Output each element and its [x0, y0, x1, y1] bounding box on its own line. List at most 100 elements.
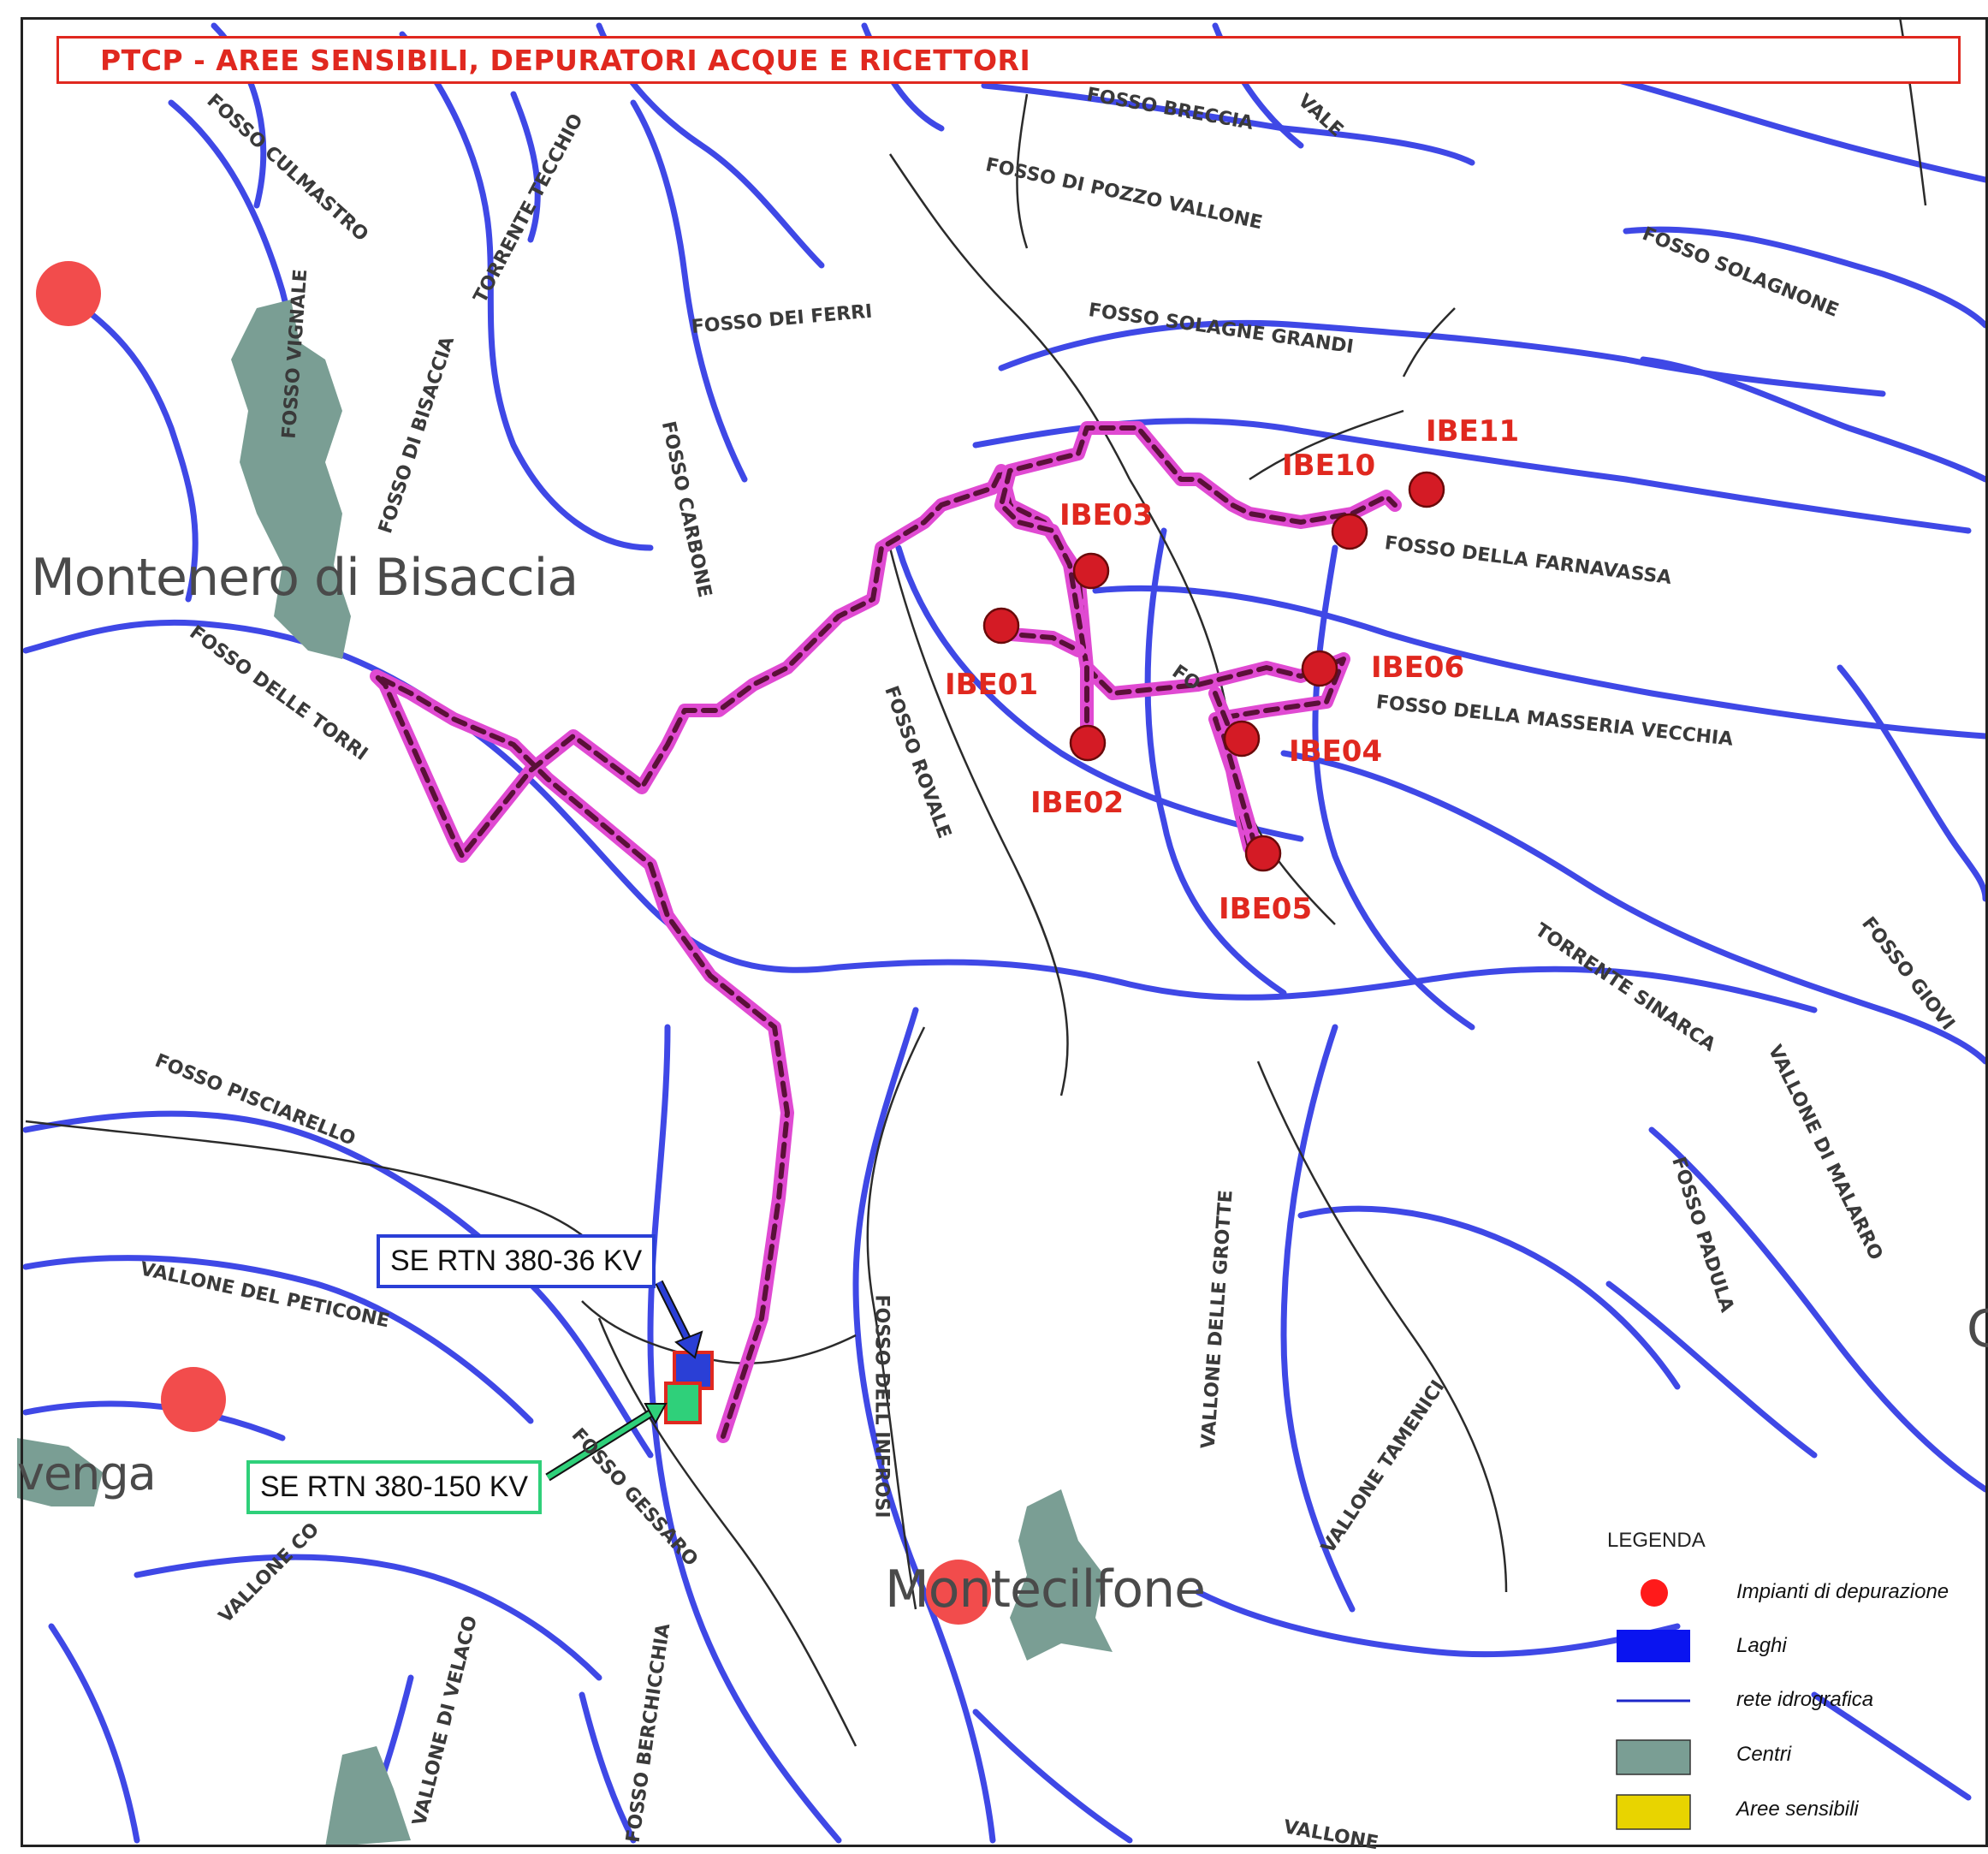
- title-box: PTCP - AREE SENSIBILI, DEPURATORI ACQUE …: [56, 36, 1961, 84]
- river: [1623, 226, 1988, 329]
- label-IBE10: IBE10: [1282, 449, 1376, 483]
- receptor-IBE11: [1408, 471, 1445, 508]
- river: [1312, 544, 1475, 1031]
- receptor-IBE01: [982, 607, 1020, 645]
- road: [25, 1120, 600, 1251]
- receptor-IBE03: [1072, 552, 1110, 590]
- page-title: PTCP - AREE SENSIBILI, DEPURATORI ACQUE …: [100, 44, 1031, 77]
- river: [852, 1007, 996, 1844]
- legend-plant-icon: [1641, 1579, 1668, 1607]
- river: [647, 1024, 842, 1844]
- plant-dot: [36, 261, 101, 326]
- plant-dot: [926, 1560, 991, 1625]
- substation-36-callout: SE RTN 380-36 KV: [377, 1234, 656, 1288]
- legend-row-centri: Centri: [1613, 1738, 1973, 1775]
- river: [972, 1708, 1133, 1844]
- centri: [17, 300, 1113, 1847]
- river: [134, 1554, 602, 1681]
- legend-label: Laghi: [1736, 1634, 1787, 1657]
- centro-montecilfone: [1010, 1489, 1113, 1661]
- river: [1811, 1691, 1972, 1801]
- legend-label: Impianti di depurazione: [1736, 1580, 1949, 1603]
- centro-montenero: [231, 300, 351, 659]
- river: [22, 1110, 654, 1459]
- centro-bottom: [325, 1746, 411, 1847]
- substation-150-callout: SE RTN 380-150 KV: [246, 1460, 543, 1514]
- route-branch-dash: [999, 425, 1398, 670]
- route-spur-dash: [999, 631, 1261, 859]
- receptor-IBE06: [1301, 650, 1338, 687]
- legend-label: rete idrografica: [1736, 1688, 1874, 1711]
- river: [1640, 356, 1988, 483]
- arrow-36-fill: [656, 1281, 692, 1346]
- road: [1402, 307, 1456, 377]
- label-IBE04: IBE04: [1289, 734, 1383, 769]
- substation-footprint: [664, 1351, 714, 1424]
- legend-label: Aree sensibili: [1736, 1798, 1859, 1821]
- road: [581, 1300, 857, 1364]
- legend-centri-swatch: [1616, 1739, 1691, 1775]
- river: [48, 1623, 140, 1844]
- town-left-partial: venga: [17, 1447, 157, 1500]
- arrow-150-fill: [546, 1410, 654, 1480]
- stream-label: FOSSO DELL INFROSI: [870, 1294, 893, 1518]
- town-right-partial: C: [1967, 1299, 1988, 1359]
- river: [1280, 750, 1988, 1065]
- label-IBE05: IBE05: [1219, 892, 1313, 926]
- river-network: [22, 22, 1988, 1844]
- label-IBE03: IBE03: [1059, 498, 1154, 532]
- town-montecilfone: Montecilfone: [885, 1560, 1206, 1619]
- arrow-150-head: [644, 1403, 668, 1425]
- road: [597, 1317, 858, 1747]
- road: [1256, 1061, 1508, 1593]
- legend-lake-swatch: [1617, 1630, 1690, 1662]
- legend-aree-swatch: [1616, 1794, 1691, 1830]
- river: [981, 82, 1475, 166]
- river: [22, 1400, 286, 1441]
- legend-title: LEGENDA: [1607, 1529, 1706, 1552]
- map-frame: [21, 17, 1988, 1847]
- river: [630, 99, 748, 483]
- centro-left: [17, 1438, 103, 1506]
- town-montenero: Montenero di Bisaccia: [31, 548, 579, 608]
- receptor-IBE04: [1223, 720, 1261, 758]
- legend-label: Centri: [1736, 1743, 1792, 1766]
- river: [56, 288, 199, 603]
- label-IBE06: IBE06: [1371, 651, 1465, 685]
- legend-symbols: [1616, 1579, 1691, 1830]
- arrow-36-head: [674, 1330, 703, 1359]
- legend-row-aree: Aree sensibili: [1613, 1792, 1973, 1830]
- roads: [25, 16, 1927, 1747]
- callout-arrows: [545, 1280, 703, 1482]
- river: [22, 619, 1818, 1013]
- road: [866, 1026, 926, 1610]
- label-IBE01: IBE01: [945, 668, 1039, 702]
- road: [888, 153, 1131, 480]
- river: [22, 1255, 534, 1424]
- river: [998, 319, 1886, 397]
- receptor-IBE05: [1244, 835, 1282, 872]
- river: [1195, 1589, 1681, 1658]
- receptor-IBE02: [1069, 724, 1107, 762]
- river: [1648, 1126, 1988, 1493]
- river: [1837, 664, 1988, 902]
- river: [510, 91, 541, 243]
- river: [1605, 1281, 1818, 1459]
- river: [1280, 1024, 1356, 1613]
- legend-row-plant: Impianti di depurazione: [1613, 1575, 1973, 1613]
- river: [1092, 585, 1988, 740]
- river: [1297, 1205, 1681, 1390]
- river: [1144, 527, 1287, 996]
- label-IBE02: IBE02: [1030, 786, 1125, 820]
- river: [579, 1691, 637, 1844]
- legend-row-lake: Laghi: [1613, 1629, 1973, 1667]
- road: [888, 547, 1069, 1096]
- road: [1016, 93, 1029, 249]
- river: [895, 544, 1304, 842]
- plant-dot: [161, 1367, 226, 1432]
- receptors: [982, 471, 1445, 872]
- legend-row-river: rete idrografica: [1613, 1683, 1973, 1720]
- label-IBE11: IBE11: [1426, 414, 1520, 449]
- river: [399, 31, 654, 551]
